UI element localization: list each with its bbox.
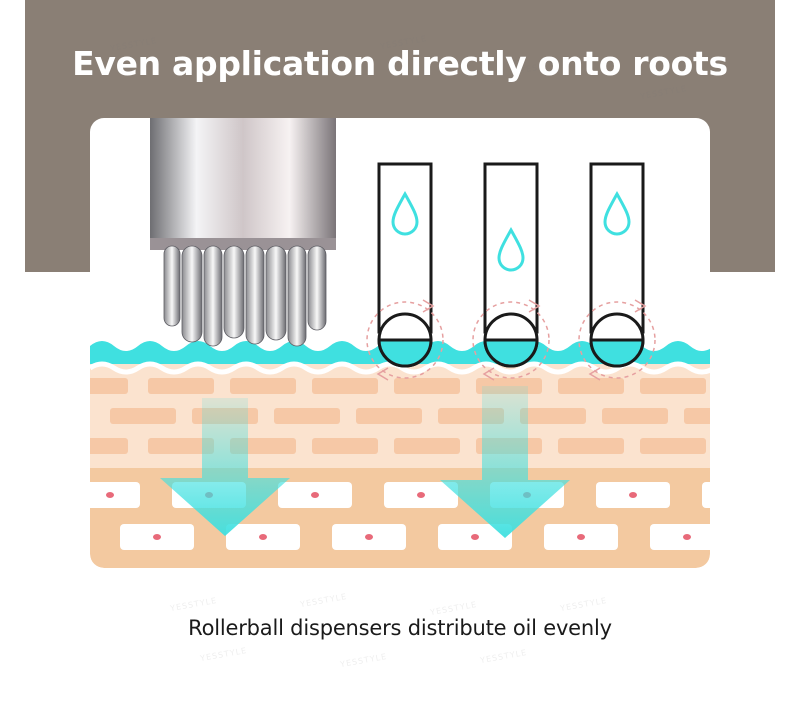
watermark: YESSTYLE	[339, 651, 388, 670]
droplet-icon	[603, 190, 631, 236]
watermark: YESSTYLE	[199, 645, 248, 664]
watermark: YESSTYLE	[559, 595, 608, 614]
applicator-device	[150, 118, 336, 347]
rollerball-tube	[472, 162, 550, 381]
rollerball-tube	[366, 162, 444, 381]
watermark: YESSTYLE	[169, 595, 218, 614]
illustration	[90, 118, 710, 568]
rollerball-tube	[578, 162, 656, 381]
down-arrow-icon	[440, 386, 570, 538]
watermark: YESSTYLE	[429, 599, 478, 618]
headline: Even application directly onto roots	[72, 44, 728, 83]
rotation-arrow-icon	[366, 301, 444, 379]
watermark: YESSTYLE	[479, 647, 528, 666]
rotation-arrow-icon	[578, 301, 656, 379]
down-arrow-icon	[160, 398, 290, 536]
rotation-arrow-icon	[472, 301, 550, 379]
wave-highlight	[90, 361, 710, 375]
watermark: YESSTYLE	[299, 591, 348, 610]
droplet-icon	[391, 190, 419, 236]
droplet-icon	[497, 226, 525, 272]
caption: Rollerball dispensers distribute oil eve…	[188, 616, 612, 640]
illustration-card	[90, 118, 710, 568]
